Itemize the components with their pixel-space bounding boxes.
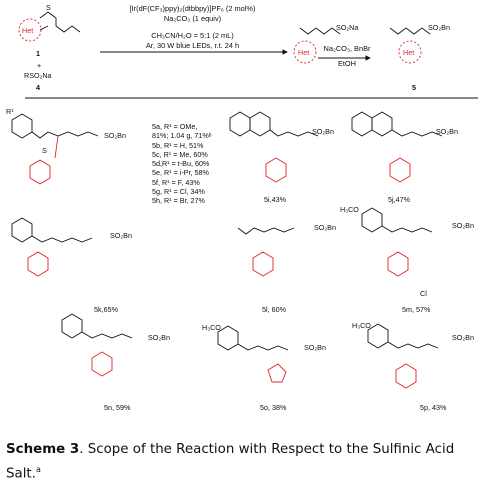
label-5j: 5j,47% — [388, 195, 410, 204]
benzothiazole-ring-5l — [252, 251, 274, 277]
och3-5o: H₃CO — [202, 323, 221, 332]
so2bn-5p: SO₂Bn — [452, 333, 474, 342]
methoxyphenyl-ring-5p — [367, 323, 389, 349]
plus-sign: + — [37, 61, 42, 70]
label-5o: 5o, 38% — [260, 403, 287, 412]
reactant-het-label: Het — [22, 26, 34, 35]
r1-label: R¹ — [6, 107, 14, 116]
naphthyl-ring-5i — [229, 111, 251, 137]
benzothiazole-ring-5i — [265, 157, 287, 183]
benzothiazole-ring-5j — [389, 157, 411, 183]
dihydrobenzofuran-ring-5k — [11, 217, 33, 243]
och3-5p: H₃CO — [352, 321, 371, 330]
methoxyphenyl-ring-5m — [361, 207, 383, 233]
so2bn-5l: SO₂Bn — [314, 223, 336, 232]
label-5l: 5l, 60% — [262, 305, 286, 314]
thiophene-ring-5o — [267, 363, 287, 383]
aryl-ring-5a — [11, 113, 33, 139]
product-het: Het — [403, 48, 415, 57]
product-number: 5 — [412, 83, 416, 92]
so2bn-5j: SO₂Bn — [436, 127, 458, 136]
so2bn-5n: SO₂Bn — [148, 333, 170, 342]
label-5p: 5p, 43% — [420, 403, 447, 412]
tolyl-ring-5n — [61, 313, 83, 339]
label-5n: 5n, 59% — [104, 403, 131, 412]
so2bn-5m: SO₂Bn — [452, 221, 474, 230]
reactant-chain — [39, 11, 81, 33]
reaction-scheme-figure: S Het 1 + RSO₂Na 4 [Ir(dF(CF₃)ppy)₂(dtbb… — [6, 3, 478, 412]
reactant-so2-label: S — [46, 3, 51, 12]
so2bn-5a: SO₂Bn — [104, 131, 126, 140]
intermediate-chain — [299, 27, 341, 35]
step2-conditions: Na₂CO₃, BnBr EtOH — [323, 44, 371, 68]
so2bn-5k: SO₂Bn — [110, 231, 132, 240]
product-so2bn: SO₂Bn — [428, 23, 450, 32]
benzoxazole-ring-5n — [91, 351, 113, 377]
series-5a-5h-list: 5a, R¹ = OMe, 81%; 1.04 g, 71%ᵇ 5b, R¹ =… — [152, 122, 212, 206]
och3-5m: H₃CO — [340, 205, 359, 214]
intermediate-het-circle — [293, 40, 317, 64]
pyrimidine-ring-5p — [395, 363, 417, 389]
cl-5m: Cl — [420, 289, 427, 298]
benzothiazole-ring-5k — [27, 251, 49, 277]
benzothiazole-ring-5m — [387, 251, 409, 277]
product-chain — [389, 27, 431, 35]
reactant-number: 1 — [36, 49, 40, 58]
product-het-circle — [398, 40, 422, 64]
methoxyphenyl-ring-5o — [217, 325, 239, 351]
naphthyl-ring-5j — [351, 111, 373, 137]
scheme-drawing — [11, 11, 478, 389]
label-5i: 5i,43% — [264, 195, 286, 204]
caption-footnote: a — [35, 465, 41, 474]
caption-text: . Scope of the Reaction with Respect to … — [6, 442, 455, 482]
reagent-number: 4 — [36, 83, 40, 92]
sulfinate-reagent: RSO₂Na — [24, 71, 52, 80]
caption-bold: Scheme 3 — [6, 442, 80, 457]
so2-5a: S — [42, 146, 47, 155]
intermediate-het: Het — [298, 48, 310, 57]
scheme-caption: Scheme 3. Scope of the Reaction with Res… — [6, 440, 490, 484]
so2bn-5i: SO₂Bn — [312, 127, 334, 136]
label-5m: 5m, 57% — [402, 305, 431, 314]
intermediate-so2na: SO₂Na — [336, 23, 359, 32]
so2bn-5o: SO₂Bn — [304, 343, 326, 352]
step1-conditions: [Ir(dF(CF₃)ppy)₂(dtbbpy)]PF₆ (2 mol%) Na… — [129, 4, 256, 50]
label-5k: 5k,65% — [94, 305, 118, 314]
benzothiazole-ring-5a — [29, 159, 51, 185]
